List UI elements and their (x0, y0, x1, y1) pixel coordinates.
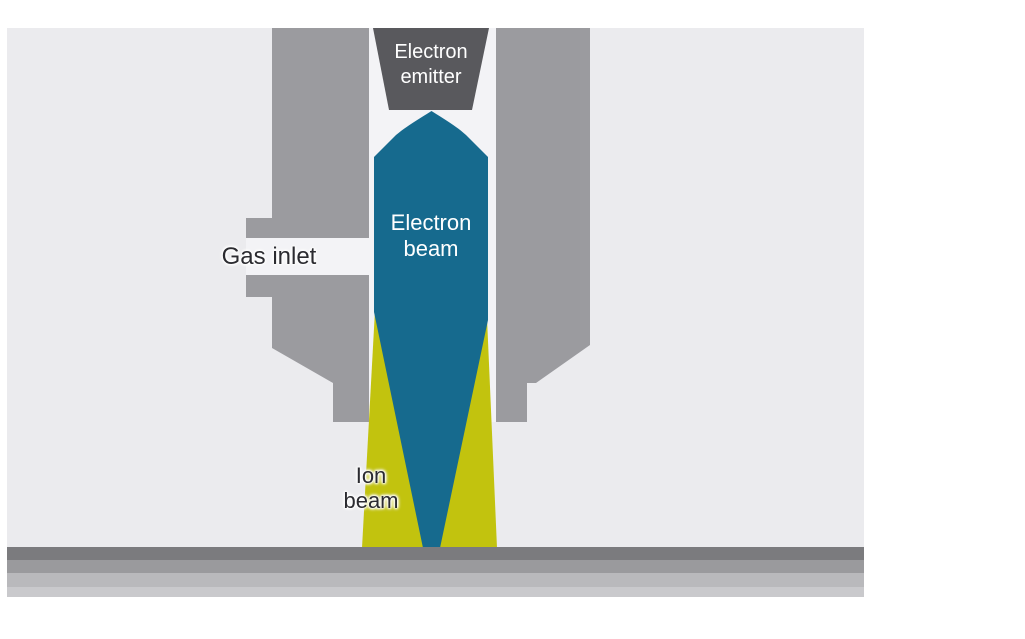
ion-beam-label: Ion beam (271, 463, 471, 513)
ion-beam-label-line2: beam (343, 488, 399, 513)
electron-beam-label-line1: Electron (390, 210, 472, 235)
electron-emitter-label-line2: emitter (400, 66, 462, 88)
substrate-layer-2 (7, 560, 864, 573)
electron-beam-shape (374, 111, 488, 548)
gas-inlet-label: Gas inlet (169, 244, 369, 269)
substrate-layer-3 (7, 573, 864, 587)
left-column-upper (246, 28, 369, 238)
electron-emitter-label: Electron emitter (331, 40, 531, 90)
ion-beam-label-line1: Ion (355, 463, 387, 488)
gas-inlet-label-text: Gas inlet (221, 243, 317, 270)
substrate-layer-4 (7, 587, 864, 597)
electron-beam-label: Electron beam (331, 210, 531, 262)
electron-emitter-shape (373, 28, 489, 110)
electron-emitter-label-line1: Electron (394, 41, 468, 63)
electron-beam-label-line2: beam (403, 236, 459, 261)
left-column-lower (246, 275, 369, 422)
substrate-layer-1 (7, 547, 864, 560)
gas-inlet-channel (246, 238, 369, 275)
right-column (496, 28, 590, 422)
